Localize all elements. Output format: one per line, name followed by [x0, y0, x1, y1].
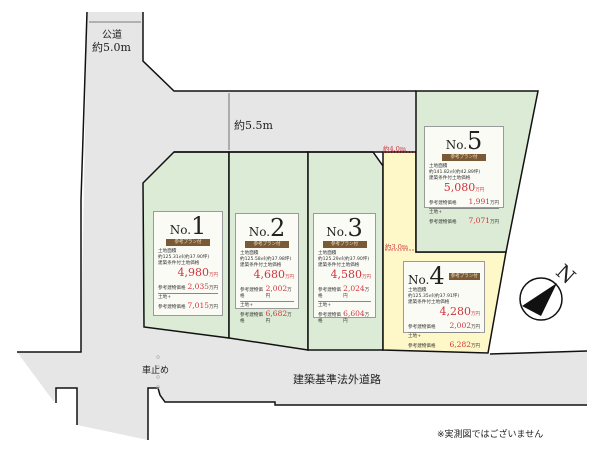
car-stop-label: 車止め [142, 366, 170, 376]
plan-badge: 参考プラン付 [166, 239, 210, 246]
lot-number: No.1 [169, 212, 207, 240]
total-label: 土地+ [240, 303, 254, 308]
lot-1-info[interactable]: No.1 参考プラン付 土地面積 約125.31㎡(約37.90坪) 建築条件付… [153, 211, 223, 316]
divider [158, 293, 218, 294]
width-4-label: 約4.0m [383, 145, 407, 153]
divider [408, 332, 480, 333]
lot-number: No.3 [326, 214, 363, 242]
lot-number: No.4 [408, 262, 445, 290]
plan-badge: 参考プラン付 [245, 241, 289, 248]
land-price-label: 建築条件付土地価格 [408, 300, 450, 305]
area-label: 土地面積 [240, 251, 259, 256]
lot-number: No.5 [445, 127, 483, 155]
area-value: 約125.58㎡(約37.98坪) [240, 257, 292, 262]
private-road-width: 約5.5m [234, 119, 273, 132]
lot-4-info[interactable]: No.4 参考プラン付 土地面積 約125.35㎡(約37.91坪) 建築条件付… [403, 261, 485, 349]
compass-icon [519, 277, 563, 321]
land-price: 5,080万円 [443, 181, 485, 194]
car-stop-posts [156, 355, 160, 389]
lot-number: No.2 [248, 214, 286, 242]
area-value: 約141.82㎡(約42.89坪) [429, 170, 481, 175]
lot-4-header: No.4 参考プラン付 [408, 264, 480, 288]
plan-badge: 参考プラン付 [448, 273, 480, 280]
land-price: 4,580万円 [330, 268, 372, 281]
land-price-label: 建築条件付土地価格 [429, 176, 471, 181]
land-price: 4,280万円 [439, 305, 481, 318]
road-outlines [17, 11, 588, 440]
area-label: 土地面積 [318, 251, 337, 256]
land-price: 4,680万円 [253, 268, 295, 281]
area-value: 約125.35㎡(約37.91坪) [408, 294, 460, 299]
area-label: 土地面積 [158, 249, 177, 254]
plan-badge: 参考プラン付 [322, 241, 367, 248]
divider [318, 301, 371, 302]
lot-5-info[interactable]: No.5 参考プラン付 土地面積 約141.82㎡(約42.89坪) 建築条件付… [424, 126, 504, 225]
area-value: 約125.29㎡(約37.90坪) [318, 257, 370, 262]
land-price: 4,980万円 [177, 266, 219, 279]
public-road-label: 公道 [102, 30, 122, 41]
outside-road-label: 建築基準法外道路 [293, 373, 381, 386]
divider [429, 208, 499, 209]
land-price-label: 建築条件付土地価格 [158, 261, 200, 266]
lot-2-info[interactable]: No.2 参考プラン付 土地面積 約125.58㎡(約37.98坪) 建築条件付… [235, 213, 299, 324]
area-label: 土地面積 [408, 288, 427, 293]
total-label: 土地+ [318, 303, 332, 308]
land-price-label: 建築条件付土地価格 [318, 263, 360, 268]
total-label: 土地+ [158, 295, 172, 300]
public-road-width: 約5.0m [92, 41, 131, 54]
total-label: 土地+ [408, 334, 422, 339]
plan-badge: 参考プラン付 [442, 154, 486, 161]
road-area [17, 12, 587, 440]
divider [240, 301, 294, 302]
width-3-label: 約3.0m [385, 243, 409, 251]
area-value: 約125.31㎡(約37.90坪) [158, 255, 210, 260]
lot-3-info[interactable]: No.3 参考プラン付 土地面積 約125.29㎡(約37.90坪) 建築条件付… [313, 213, 376, 324]
dimension-lines [89, 21, 230, 150]
disclaimer: ※実測図ではございません [437, 430, 544, 440]
total-label: 土地+ [429, 210, 443, 215]
area-label: 土地面積 [429, 164, 448, 169]
land-price-label: 建築条件付土地価格 [240, 263, 282, 268]
